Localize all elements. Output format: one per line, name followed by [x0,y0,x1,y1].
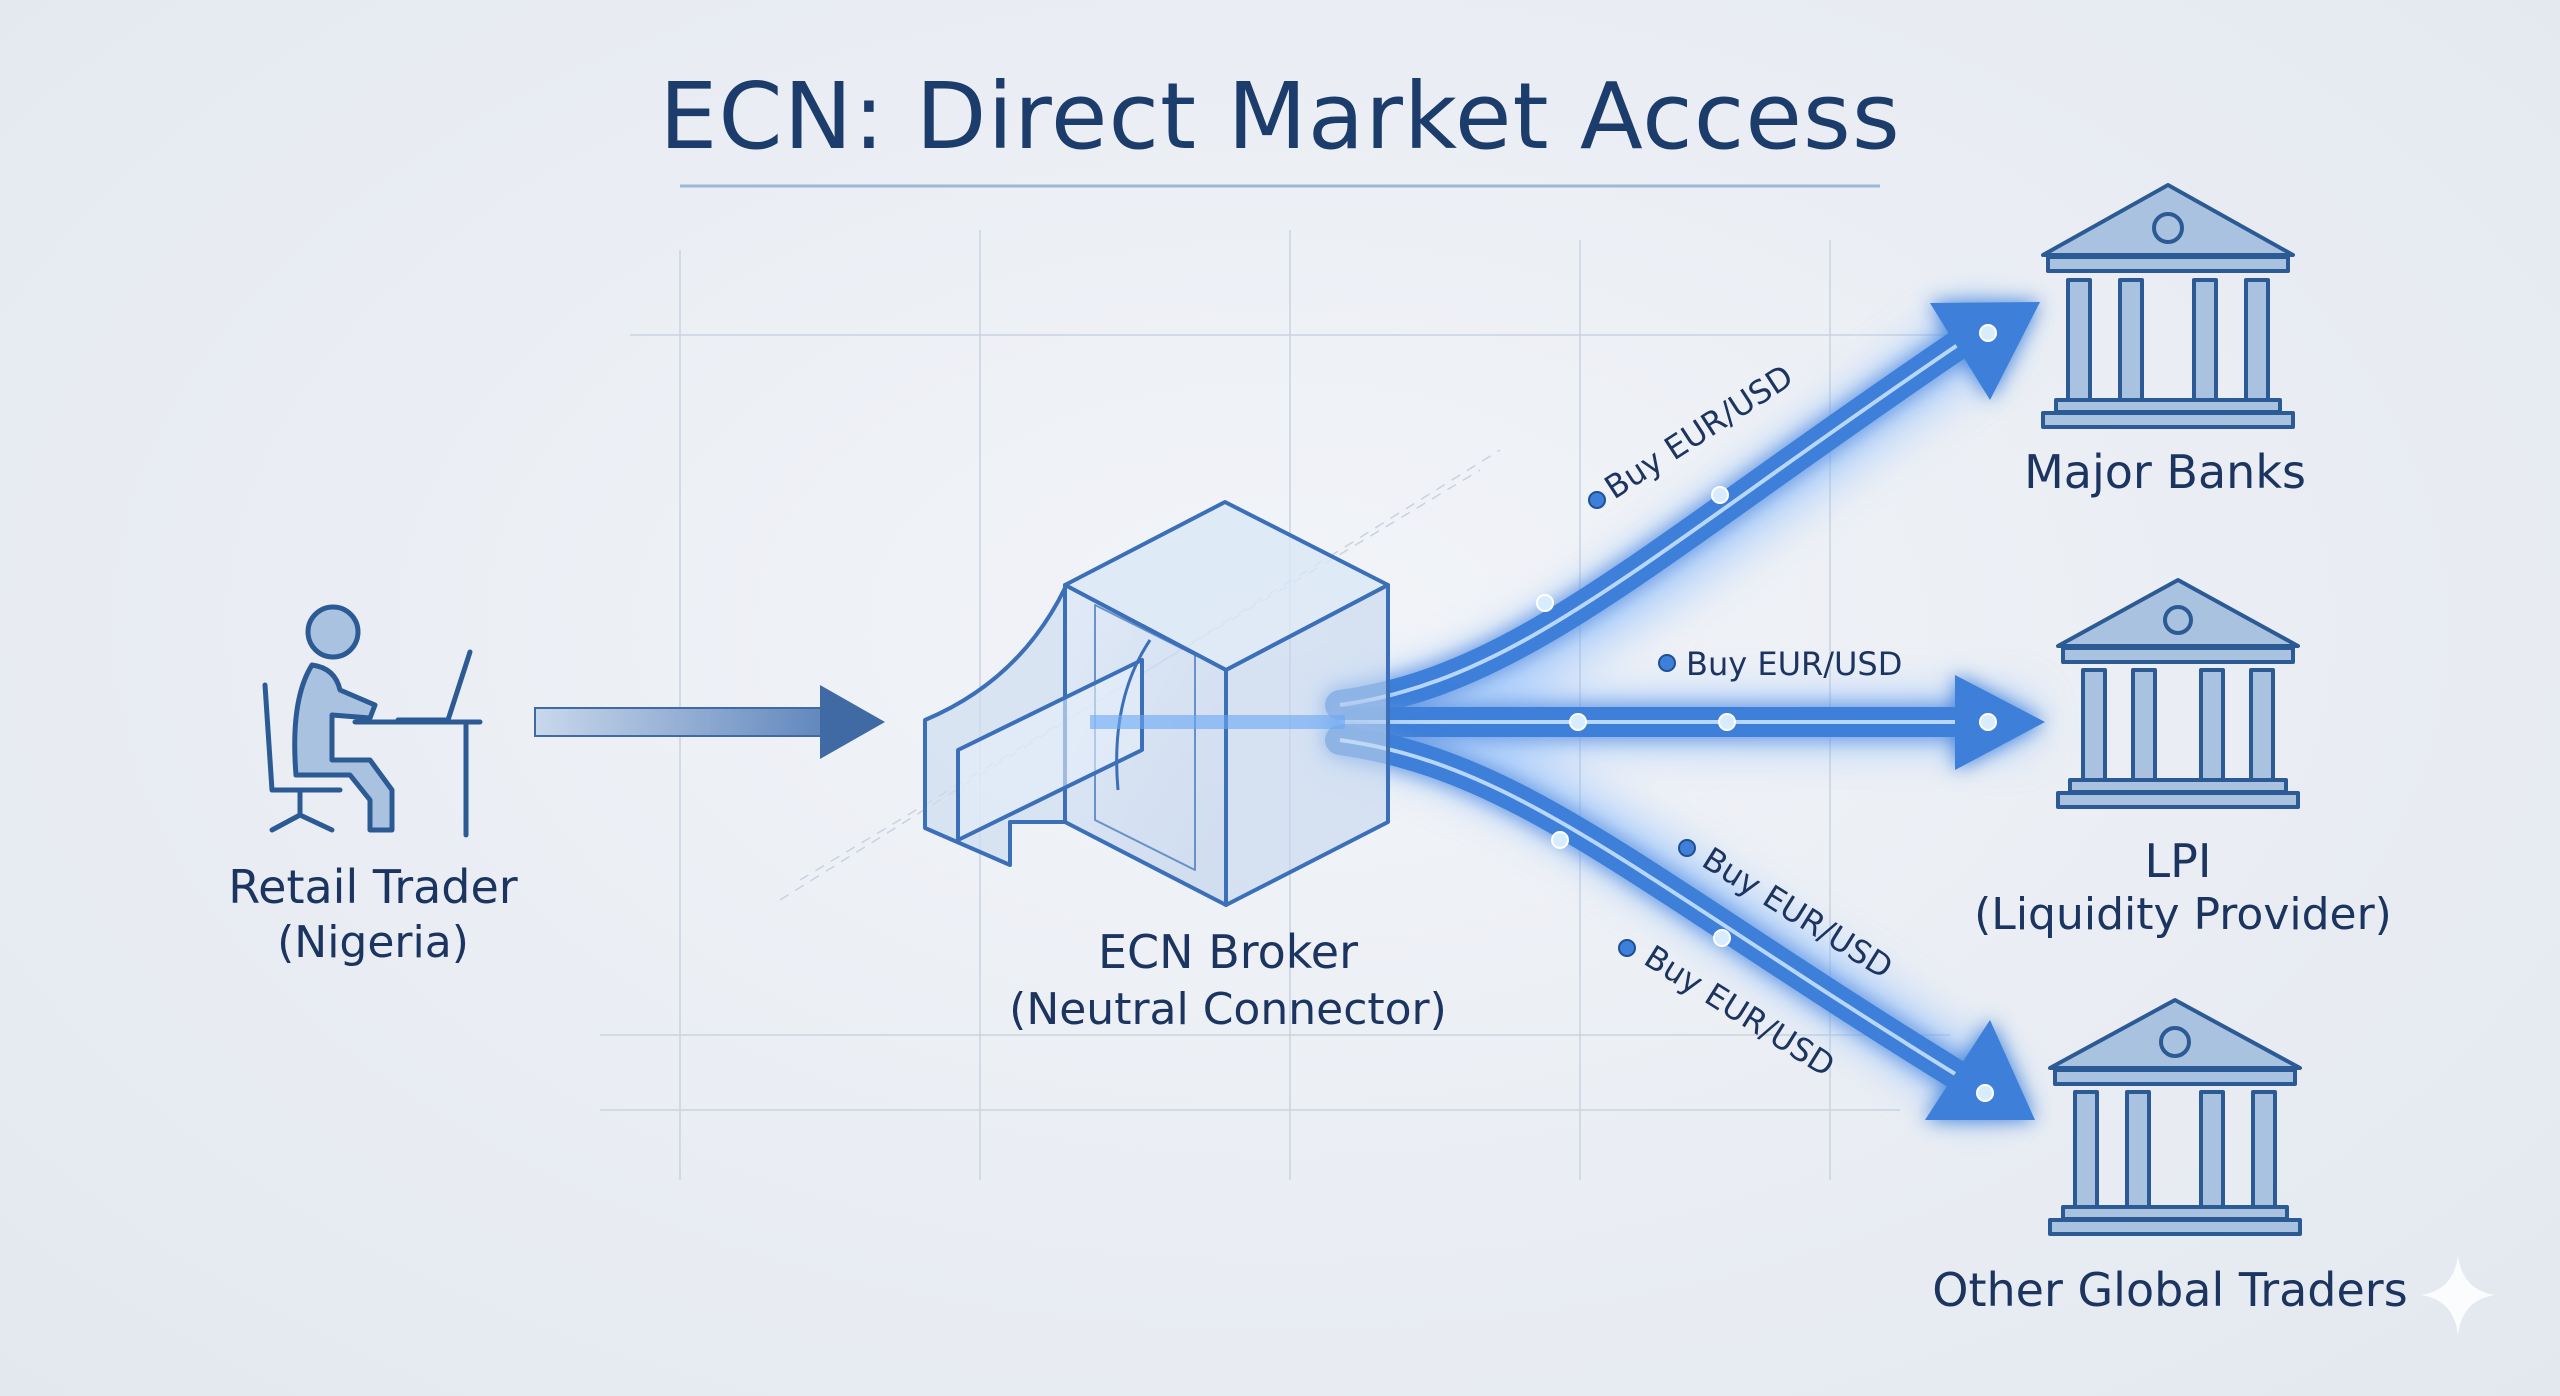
lpi-sublabel: (Liquidity Provider) [1974,889,2392,940]
bank-building-icon [2041,183,2295,429]
broker-label: ECN Broker [1098,925,1358,979]
broker-to-other-traders-arrow [1325,725,2035,1120]
trader-sublabel: (Nigeria) [277,917,469,968]
order-label-text: Buy EUR/USD [1686,645,1902,683]
other-traders-label: Other Global Traders [1932,1263,2407,1317]
order-label-lpi: Buy EUR/USD [1658,645,1902,683]
trader-label: Retail Trader [228,860,518,914]
sparkle-icon [2421,1255,2495,1335]
glass-cube-icon [923,500,1390,907]
person-at-laptop-icon [262,604,483,838]
trader-to-broker-arrow [534,685,885,759]
flow-dots [1536,324,1997,1102]
diagram-title: ECN: Direct Market Access [659,63,1901,170]
bank-building-icon [2056,578,2300,809]
bank-building-icon [2048,998,2302,1236]
broker-to-lpi-arrow [1340,675,2045,770]
major-banks-label: Major Banks [2024,445,2306,499]
broker-sublabel: (Neutral Connector) [1009,984,1447,1035]
broker-to-major-banks-arrow [1325,302,2040,720]
lpi-label: LPI [2145,834,2212,888]
